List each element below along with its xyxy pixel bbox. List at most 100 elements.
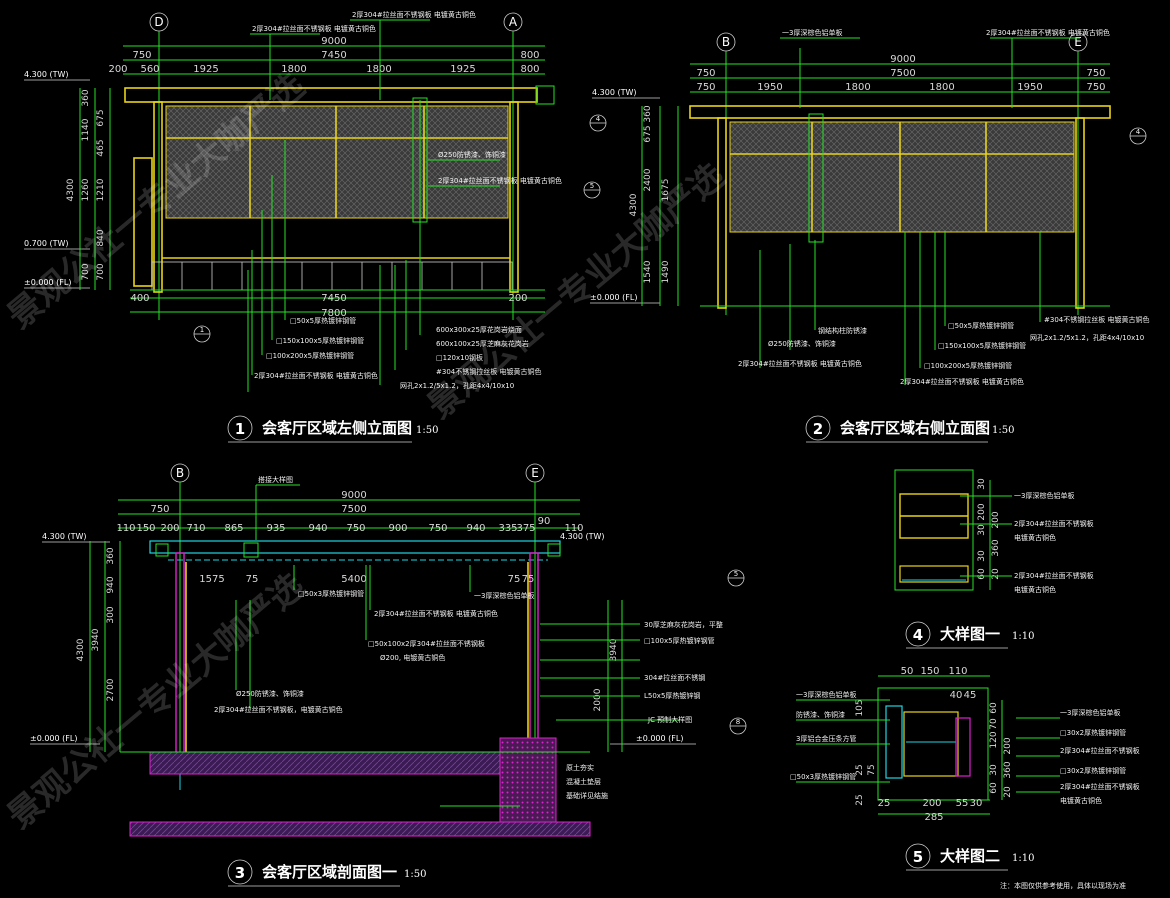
v2-seg-1: 1950 bbox=[757, 82, 782, 93]
v3-seg-12: 375 bbox=[516, 523, 535, 534]
v3-level-4300-right: 4.300 (TW) bbox=[560, 532, 604, 541]
v3-seg-8: 900 bbox=[388, 523, 407, 534]
v3-right-0: 3940 bbox=[609, 638, 619, 661]
v2-note-4: 2厚304#拉丝面不锈钢板 电镀黄古铜色 bbox=[738, 359, 862, 368]
v2-seg-2: 1800 bbox=[845, 82, 870, 93]
v5-bottom-3: 30 bbox=[970, 798, 983, 809]
v2-left-3: 1675 bbox=[661, 179, 671, 202]
v3-slab bbox=[149, 751, 501, 775]
v3-footing bbox=[499, 737, 557, 831]
v2-seg-0: 750 bbox=[696, 82, 715, 93]
v2-top-750-left: 750 bbox=[696, 68, 715, 79]
v2-top-750-right: 750 bbox=[1086, 68, 1105, 79]
v2-note-8: 2厚304#拉丝面不锈钢板 电镀黄古铜色 bbox=[900, 377, 1024, 386]
title-5-number: 5 bbox=[913, 848, 923, 866]
v3-left-0: 360 bbox=[106, 547, 116, 564]
v3-top-750: 750 bbox=[150, 504, 169, 515]
watermark-3: 景观公社一专业大咖严选 bbox=[0, 566, 312, 837]
v2-top-mid: 7500 bbox=[890, 68, 915, 79]
v3-left-2: 300 bbox=[106, 606, 116, 623]
v3-left-1: 940 bbox=[106, 576, 116, 593]
title-4-bubble bbox=[905, 621, 931, 647]
v5-top-2: 110 bbox=[948, 666, 967, 677]
v3-note-0: 搭接大样图 bbox=[258, 475, 293, 484]
v4-dim-0: 30 bbox=[977, 478, 987, 490]
axis-label-b-v2: B bbox=[722, 35, 730, 49]
v3-level-0000-right: ±0.000 (FL) bbox=[636, 734, 683, 743]
v3-level-4300-left: 4.300 (TW) bbox=[42, 532, 86, 541]
v5-note-9: 电镀黄古铜色 bbox=[1060, 796, 1102, 805]
v3-seg-2: 200 bbox=[160, 523, 179, 534]
v5-top-1: 150 bbox=[920, 666, 939, 677]
v5-top-0: 50 bbox=[901, 666, 914, 677]
v3-seg-7: 750 bbox=[346, 523, 365, 534]
view-1-left-elevation: D A 9000 750 7450 800 200 560 1925 1800 … bbox=[24, 10, 607, 392]
v3-top-mid: 7500 bbox=[341, 504, 366, 515]
v2-seg-5: 750 bbox=[1086, 82, 1105, 93]
v4-note-2: 电镀黄古铜色 bbox=[1014, 533, 1056, 542]
v5-right-0: 60 bbox=[989, 702, 999, 714]
view-5-detail-two: 50 150 110 40 45 105 25 75 25 25 200 55 … bbox=[790, 666, 1140, 890]
v1-left-7: 700 bbox=[81, 263, 91, 280]
title-4-number: 4 bbox=[913, 626, 923, 644]
v5-right-4: 360 bbox=[1003, 761, 1013, 778]
v2-marker-4: 4 bbox=[1136, 128, 1141, 136]
title-3-text: 会客厅区域剖面图一 bbox=[262, 863, 397, 881]
v2-left-0: 360 bbox=[643, 105, 653, 122]
v1-mesh-panel bbox=[165, 105, 509, 219]
v5-right-7: 20 bbox=[1003, 786, 1013, 798]
v5-left-1: 25 bbox=[855, 764, 865, 775]
v1-left-total: 4300 bbox=[66, 178, 76, 201]
v1-note-3: 2厚304#拉丝面不锈钢板 电镀黄古铜色 bbox=[438, 176, 562, 185]
v5-right-3: 200 bbox=[1003, 737, 1013, 754]
v3-inner-1: 75 bbox=[246, 574, 259, 585]
v3-note-2: 2厚304#拉丝面不锈钢板 电镀黄古铜色 bbox=[374, 609, 498, 618]
v3-inner-4: 75 bbox=[522, 574, 535, 585]
v1-left-8: 700 bbox=[96, 263, 106, 280]
v3-seg-4: 865 bbox=[224, 523, 243, 534]
v1-note-12: 网孔2x1.2/5x1.2，孔距4x4/10x10 bbox=[400, 382, 514, 390]
title-5-text: 大样图二 bbox=[940, 847, 1000, 865]
title-1-bubble bbox=[227, 415, 253, 441]
view-3-section: B E 9000 750 7500 110 150 200 710 865 93… bbox=[30, 463, 747, 837]
title-5-scale: 1:10 bbox=[1012, 853, 1034, 864]
v5-note-2: 3厚铝合金压条方管 bbox=[796, 734, 856, 743]
v5-note-1: 防锈漆、饰铜漆 bbox=[796, 710, 845, 719]
v2-note-7: □100x200x5厚热镀锌钢管 bbox=[924, 361, 1012, 370]
axis-label-a: A bbox=[509, 15, 518, 29]
v1-left-2: 675 bbox=[96, 109, 106, 126]
view-2-right-elevation: B E 9000 750 7500 750 750 1950 1800 1800… bbox=[590, 28, 1149, 386]
title-2-bubble bbox=[805, 415, 831, 441]
v2-note-0: 一3厚深棕色铝单板 bbox=[782, 28, 842, 37]
title-3-scale: 1:50 bbox=[404, 869, 426, 880]
v1-level-0700: 0.700 (TW) bbox=[24, 239, 68, 248]
v3-note-12: JC 预制大样图 bbox=[647, 715, 692, 724]
v1-left-5: 1210 bbox=[96, 178, 106, 201]
v5-note-0: 一3厚深棕色铝单板 bbox=[796, 690, 856, 699]
v3-note-6: Ø250防锈漆、饰铜漆 bbox=[236, 689, 304, 698]
v1-seg-2: 1925 bbox=[193, 64, 218, 75]
title-4-text: 大样图一 bbox=[940, 625, 1000, 643]
title-3-bubble bbox=[227, 859, 253, 885]
v2-note-1: 2厚304#拉丝面不锈钢板 电镀黄古铜色 bbox=[986, 28, 1110, 37]
v5-left-2: 75 bbox=[867, 764, 877, 775]
v3-marker-5: 5 bbox=[734, 570, 738, 578]
v1-top-800: 800 bbox=[520, 50, 539, 61]
v4-dim-6: 60 bbox=[977, 568, 987, 580]
v2-level-0000: ±0.000 (FL) bbox=[590, 293, 637, 302]
v5-note-5: □30x2厚热镀锌钢管 bbox=[1060, 728, 1126, 737]
v3-top-total: 9000 bbox=[341, 490, 366, 501]
v5-bottom-4: 285 bbox=[924, 812, 943, 823]
v5-footnote: 注：本图仅供参考使用，具体以现场为准 bbox=[1000, 881, 1126, 890]
v1-left-6: 840 bbox=[96, 229, 106, 246]
v5-note-7: □30x2厚热镀锌钢管 bbox=[1060, 766, 1126, 775]
v3-inner-3: 75 bbox=[508, 574, 521, 585]
v1-left-3: 465 bbox=[96, 139, 106, 156]
v3-note-5: 一3厚深棕色铝单板 bbox=[474, 591, 534, 600]
axis-label-d: D bbox=[154, 15, 163, 29]
v5-top-3: 40 bbox=[950, 690, 963, 701]
v3-note-4: Ø200, 电镀黄古铜色 bbox=[380, 653, 445, 662]
v2-note-3: Ø250防锈漆、饰铜漆 bbox=[768, 339, 836, 348]
v5-right-6: 60 bbox=[989, 782, 999, 794]
v1-note-6: □100x200x5厚热镀锌钢管 bbox=[266, 351, 354, 360]
